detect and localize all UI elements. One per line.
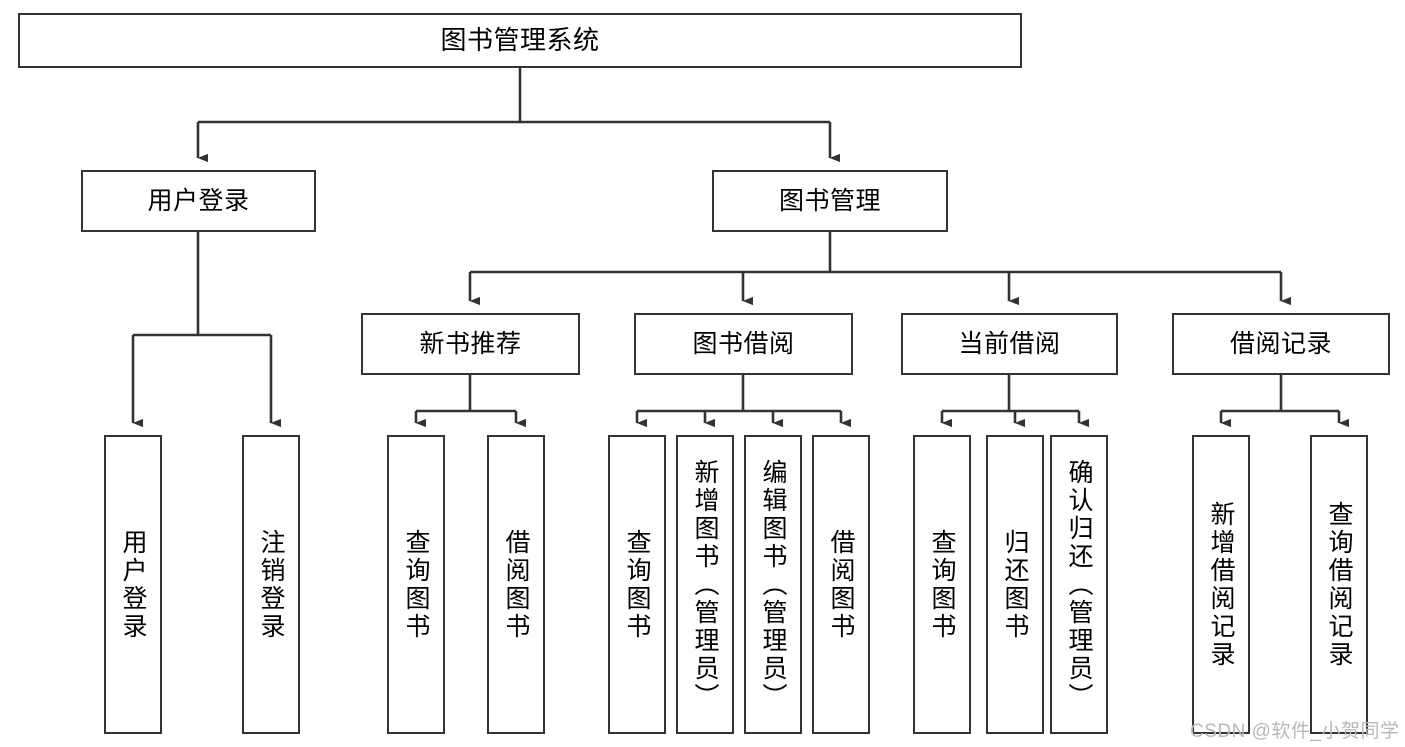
node-leaf-current-confirm-return-admin[interactable]: 确认归还（管理员） [1050,435,1108,734]
node-leaf-recommend-query-book[interactable]: 查询图书 [387,435,445,734]
node-label: 新书推荐 [419,329,522,358]
node-label: 查询图书 [623,528,651,641]
node-label: 查询图书 [402,528,430,641]
node-label: 图书管理系统 [440,25,600,56]
node-label: 查询借阅记录 [1325,500,1353,669]
node-label: 新增借阅记录 [1207,500,1235,669]
node-label: 确认归还（管理员） [1065,458,1093,711]
node-label: 新增图书（管理员） [691,458,719,711]
node-label: 用户登录 [147,186,250,215]
node-leaf-recommend-borrow-book[interactable]: 借阅图书 [487,435,545,734]
node-borrowing-records[interactable]: 借阅记录 [1172,313,1390,375]
node-leaf-user-login[interactable]: 用户登录 [104,435,162,734]
node-leaf-borrow-add-book-admin[interactable]: 新增图书（管理员） [676,435,734,734]
node-book-management[interactable]: 图书管理 [712,170,948,232]
node-leaf-record-query-borrow-record[interactable]: 查询借阅记录 [1310,435,1368,734]
node-new-book-recommendation[interactable]: 新书推荐 [361,313,580,375]
node-leaf-borrow-edit-book-admin[interactable]: 编辑图书（管理员） [744,435,802,734]
node-label: 当前借阅 [958,329,1061,358]
node-label: 用户登录 [119,528,147,641]
node-label: 借阅图书 [502,528,530,641]
node-root-book-management-system[interactable]: 图书管理系统 [18,13,1022,68]
node-user-login[interactable]: 用户登录 [81,170,316,232]
node-leaf-record-add-borrow-record[interactable]: 新增借阅记录 [1192,435,1250,734]
csdn-watermark: CSDN @软件_小贺同学 [1190,721,1400,742]
node-current-borrowing[interactable]: 当前借阅 [901,313,1118,375]
node-leaf-user-logout[interactable]: 注销登录 [242,435,300,734]
node-leaf-borrow-borrow-book[interactable]: 借阅图书 [812,435,870,734]
node-label: 借阅记录 [1229,329,1332,358]
node-leaf-current-return-book[interactable]: 归还图书 [986,435,1044,734]
node-label: 图书借阅 [692,329,795,358]
node-book-borrowing[interactable]: 图书借阅 [634,313,853,375]
node-leaf-borrow-query-book[interactable]: 查询图书 [608,435,666,734]
node-label: 查询图书 [928,528,956,641]
node-leaf-current-query-book[interactable]: 查询图书 [913,435,971,734]
node-label: 归还图书 [1001,528,1029,641]
node-label: 图书管理 [778,186,881,215]
node-label: 借阅图书 [827,528,855,641]
node-label: 注销登录 [257,528,285,641]
node-label: 编辑图书（管理员） [759,458,787,711]
